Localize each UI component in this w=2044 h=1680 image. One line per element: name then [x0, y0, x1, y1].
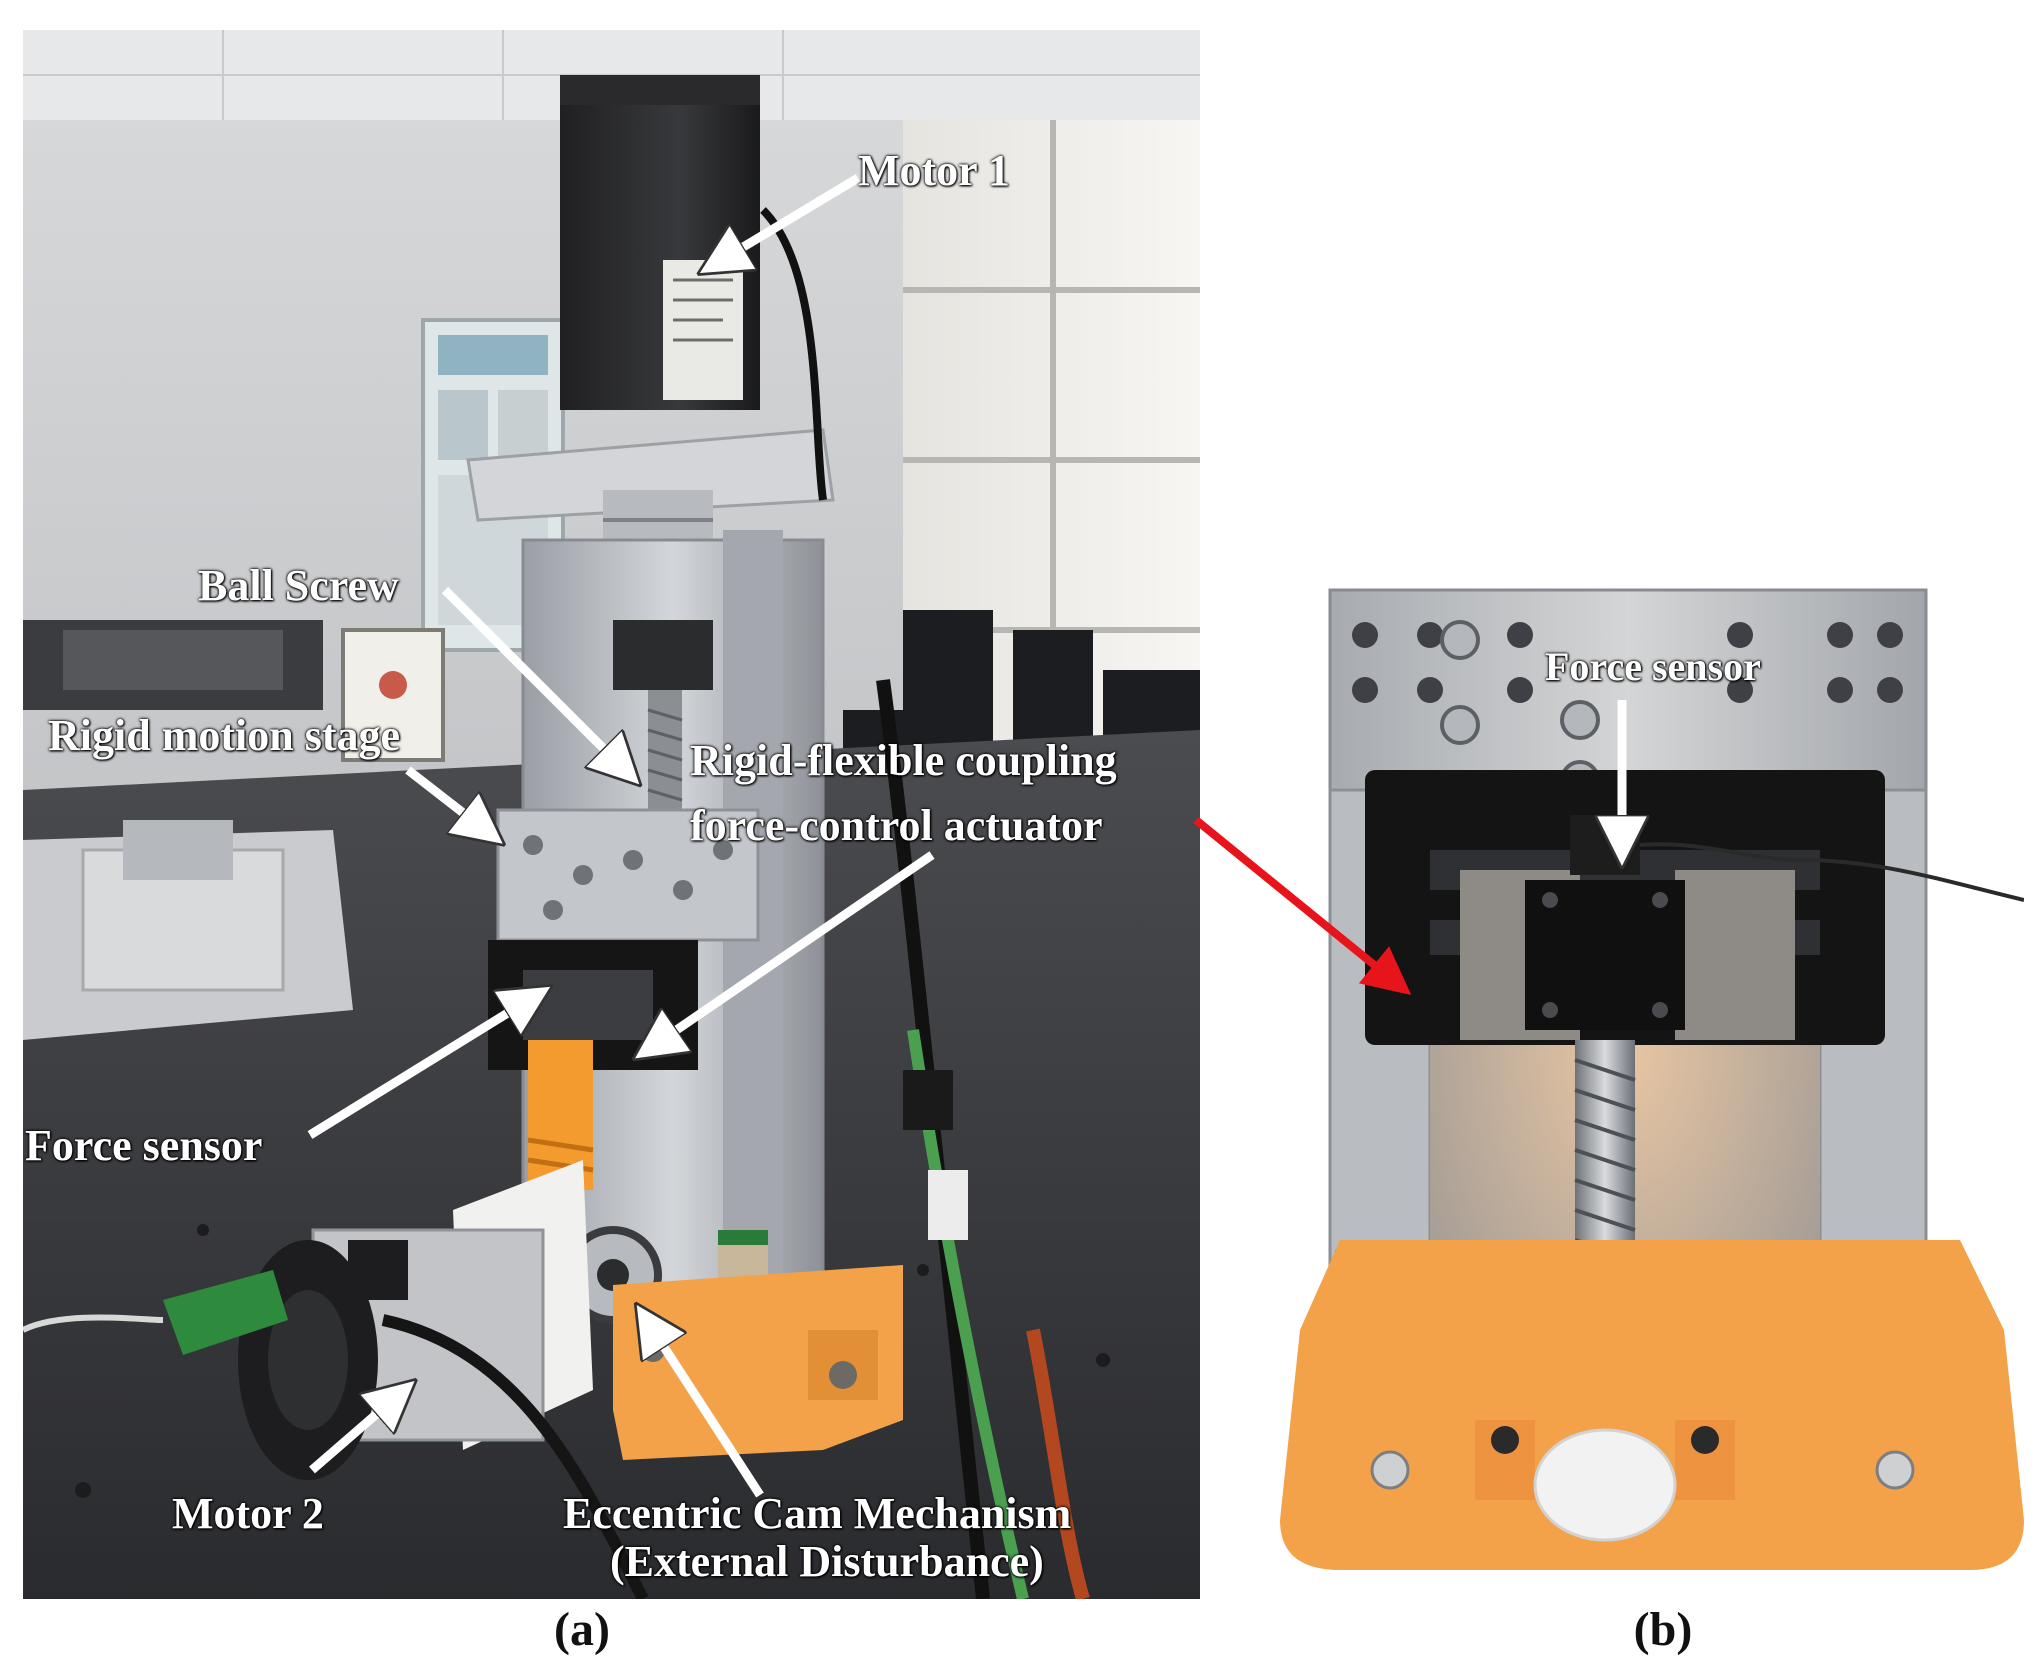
callout-ball-screw: Ball Screw [198, 561, 399, 610]
callout-motor-1: Motor 1 [858, 146, 1010, 195]
photo-actuator-closeup [1280, 560, 2024, 1585]
callout-rigid-motion-stage: Rigid motion stage [48, 711, 400, 760]
panel-label-a: (a) [554, 1603, 610, 1656]
callout-cam-line1: Eccentric Cam Mechanism [563, 1489, 1072, 1538]
photo-test-rig-drawing [23, 30, 1200, 1599]
callout-force-sensor-a: Force sensor [25, 1121, 263, 1170]
callout-coupling-actuator-line1: Rigid-flexible coupling [690, 736, 1117, 785]
photo-test-rig [23, 30, 1200, 1599]
callout-force-sensor-b: Force sensor [1545, 644, 1761, 689]
photo-actuator-closeup-drawing [1280, 560, 2024, 1585]
panel-label-b: (b) [1633, 1603, 1693, 1656]
callout-cam-line2: (External Disturbance) [610, 1537, 1044, 1586]
callout-motor-2: Motor 2 [172, 1489, 324, 1538]
callout-coupling-actuator-line2: force-control actuator [690, 801, 1103, 850]
